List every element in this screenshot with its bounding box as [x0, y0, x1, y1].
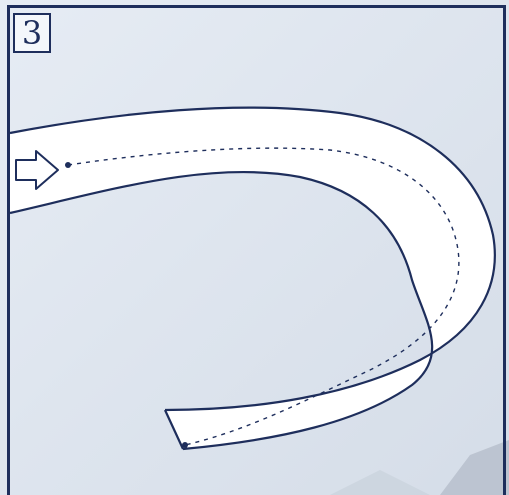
start-dot: [65, 162, 71, 168]
curved-road: [10, 107, 495, 450]
road-inner-edge: [9, 170, 434, 451]
right-arrow-outline-icon: [15, 150, 59, 190]
dashed-guide-line: [67, 147, 460, 446]
corner-shade: [440, 440, 509, 495]
road-outer-edge: [9, 106, 496, 412]
road-end-cap: [164, 409, 184, 450]
frame: [7, 5, 506, 495]
step-number-badge: 3: [13, 13, 51, 53]
step-number: 3: [21, 14, 43, 52]
end-dot: [182, 442, 188, 448]
corner-shade-light: [330, 470, 430, 495]
